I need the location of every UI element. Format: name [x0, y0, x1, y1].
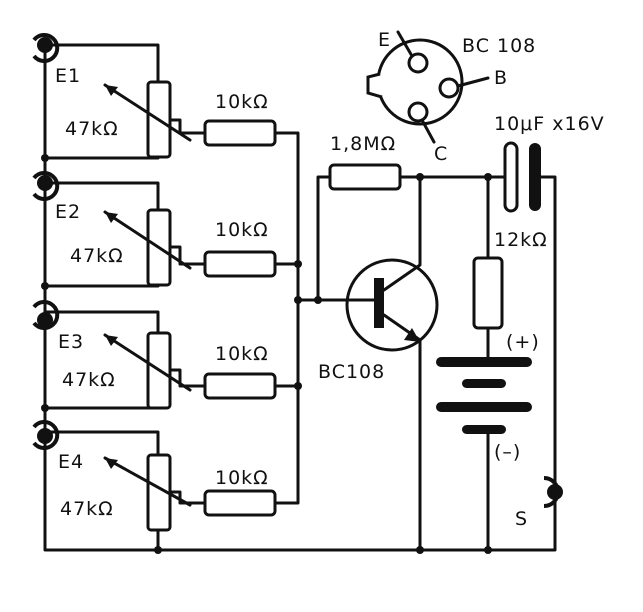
pot-e1: [103, 80, 192, 159]
label-e1: E1: [55, 65, 81, 87]
label-r2: 10kΩ: [215, 219, 269, 241]
resistor-r1: [203, 119, 277, 147]
jack-e4-icon: [32, 420, 60, 450]
label-battery-minus: (–): [494, 441, 521, 463]
pin-b: [438, 77, 460, 99]
label-pin-c: C: [434, 143, 448, 165]
bias-resistor: [328, 163, 402, 191]
battery-icon: [436, 357, 532, 434]
label-pinout-title: BC 108: [462, 35, 536, 57]
pot-e2: [103, 208, 192, 287]
label-r4: 10kΩ: [215, 467, 269, 489]
label-transistor: BC108: [318, 361, 385, 383]
label-battery-plus: (+): [506, 331, 540, 353]
transistor-stage: [316, 141, 563, 552]
input-jacks: [32, 33, 60, 450]
potentiometers: [103, 80, 192, 532]
pot-e3: [103, 331, 192, 410]
label-e3: E3: [58, 331, 84, 353]
transistor-pinout: [366, 30, 490, 144]
capacitor-icon: [503, 141, 541, 213]
jack-e2-icon: [32, 171, 60, 201]
label-pot-e4: 47kΩ: [60, 498, 114, 520]
jack-e1-icon: [32, 33, 60, 63]
pot-e4: [103, 453, 192, 532]
label-pin-e: E: [378, 29, 391, 51]
labels: E1 47kΩ 10kΩ E2 47kΩ 10kΩ E3 47kΩ 10kΩ E…: [55, 29, 605, 530]
resistor-r2: [203, 250, 277, 278]
pin-e: [407, 52, 429, 74]
label-pot-e2: 47kΩ: [70, 245, 124, 267]
label-e4: E4: [58, 451, 84, 473]
transistor-symbol: [316, 175, 439, 552]
label-pin-b: B: [494, 67, 508, 89]
label-e2: E2: [55, 201, 81, 223]
input-resistors: [203, 119, 277, 517]
pin-c: [407, 101, 429, 123]
resistor-r3: [203, 372, 277, 400]
label-pot-e1: 47kΩ: [65, 118, 119, 140]
collector-resistor: [472, 256, 504, 330]
label-r1: 10kΩ: [215, 91, 269, 113]
label-r3: 10kΩ: [215, 343, 269, 365]
label-capacitor: 10μF x16V: [494, 113, 605, 135]
label-collector-resistor: 12kΩ: [494, 229, 548, 251]
label-output: S: [515, 508, 528, 530]
jack-e3-icon: [32, 300, 60, 330]
resistor-r4: [203, 489, 277, 517]
label-bias-resistor: 1,8MΩ: [330, 133, 396, 155]
label-pot-e3: 47kΩ: [62, 369, 116, 391]
output-jack-icon: [543, 476, 563, 508]
